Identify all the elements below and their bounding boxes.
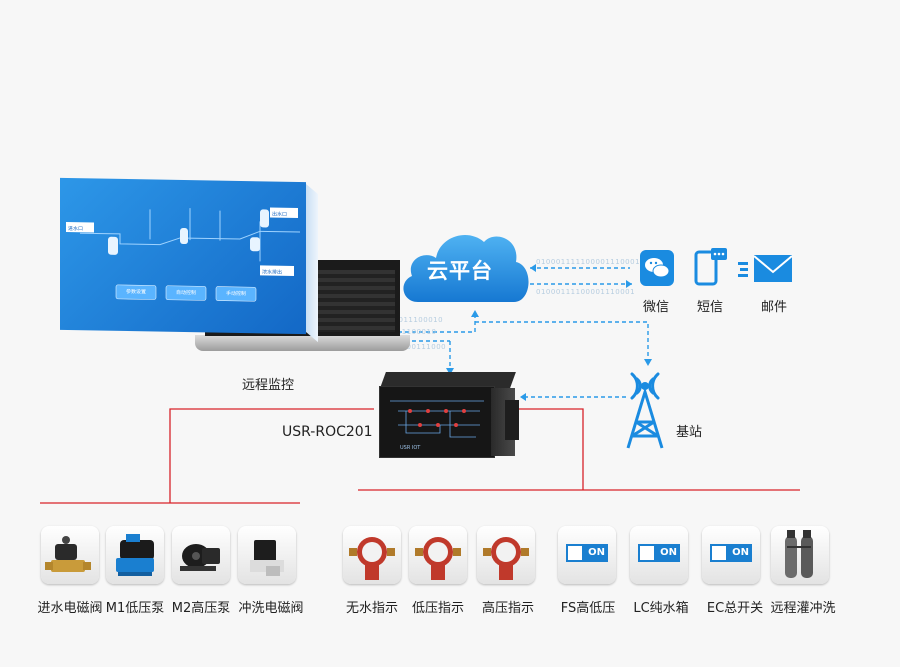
input-label: M2高压泵 bbox=[171, 601, 231, 616]
sms-label: 短信 bbox=[697, 300, 724, 315]
cloud-icon bbox=[403, 235, 529, 302]
flush-label: 远程灌冲洗 bbox=[770, 601, 836, 616]
screen-button-settings[interactable]: 参数设置 bbox=[125, 289, 146, 296]
laptop-caption: 远程监控 bbox=[242, 378, 295, 393]
sms-phone-icon[interactable] bbox=[693, 248, 733, 288]
filter-tanks-icon[interactable] bbox=[771, 526, 829, 584]
laptop-base bbox=[195, 335, 410, 351]
switch-label: EC总开关 bbox=[706, 601, 764, 616]
process-diagram: 进水口 出水口 浓水排出 bbox=[66, 207, 300, 302]
binary-stream: 01000111100001110001 bbox=[536, 288, 636, 296]
cloud-platform[interactable]: 云平台 bbox=[398, 222, 536, 314]
toggle-switch-icon: ON bbox=[710, 544, 752, 562]
device-brand: USR IOT bbox=[400, 445, 421, 451]
toggle-switch-icon: ON bbox=[638, 544, 680, 562]
solenoid-valve-icon[interactable] bbox=[41, 526, 99, 584]
input-label: M1低压泵 bbox=[105, 601, 165, 616]
ec-switch-tile[interactable]: ON bbox=[702, 526, 760, 584]
high-pressure-pump-icon[interactable] bbox=[172, 526, 230, 584]
binary-stream: 1000011100010 bbox=[372, 328, 437, 336]
indicator-label: 高压指示 bbox=[481, 601, 535, 616]
indicator-label: 低压指示 bbox=[411, 601, 465, 616]
cloud-label: 云平台 bbox=[427, 259, 493, 283]
screen-tag-drain: 浓水排出 bbox=[262, 268, 282, 275]
wiring bbox=[40, 408, 800, 504]
lc-switch-tile[interactable]: ON bbox=[630, 526, 688, 584]
screen-button-manual[interactable]: 手动控制 bbox=[225, 290, 246, 298]
input-label: 冲洗电磁阀 bbox=[238, 601, 304, 616]
device-name-label: USR-ROC201 bbox=[282, 424, 373, 440]
flush-valve-icon[interactable] bbox=[238, 526, 296, 584]
antenna-tower-icon[interactable] bbox=[622, 360, 668, 452]
monitor-screen[interactable]: 进水口 出水口 浓水排出 参数设置 自动控制 手动控制 bbox=[60, 177, 306, 335]
toggle-switch-icon: ON bbox=[566, 544, 608, 562]
binary-stream: 010001111100001110001 bbox=[536, 258, 641, 266]
base-station-label: 基站 bbox=[676, 425, 703, 440]
email-label: 邮件 bbox=[761, 300, 788, 315]
water-meter-icon[interactable] bbox=[343, 526, 401, 584]
water-meter-icon[interactable] bbox=[477, 526, 535, 584]
screen-tag-outlet: 出水口 bbox=[272, 211, 287, 218]
switch-label: FS高低压 bbox=[560, 601, 616, 616]
wechat-label: 微信 bbox=[643, 300, 670, 315]
indicator-label: 无水指示 bbox=[345, 601, 399, 616]
wechat-icon[interactable] bbox=[640, 250, 674, 286]
fs-switch-tile[interactable]: ON bbox=[558, 526, 616, 584]
email-icon[interactable] bbox=[738, 254, 796, 284]
water-meter-icon[interactable] bbox=[409, 526, 467, 584]
switch-label: LC纯水箱 bbox=[633, 601, 689, 616]
screen-button-auto[interactable]: 自动控制 bbox=[175, 289, 196, 297]
router-device[interactable]: USR IOT bbox=[373, 372, 525, 462]
laptop: 进水口 出水口 浓水排出 参数设置 自动控制 手动控制 bbox=[60, 177, 410, 380]
device-front-panel: USR IOT bbox=[379, 386, 495, 458]
low-pressure-pump-icon[interactable] bbox=[106, 526, 164, 584]
input-label: 进水电磁阀 bbox=[37, 601, 103, 616]
screen-tag-inlet: 进水口 bbox=[68, 225, 83, 232]
